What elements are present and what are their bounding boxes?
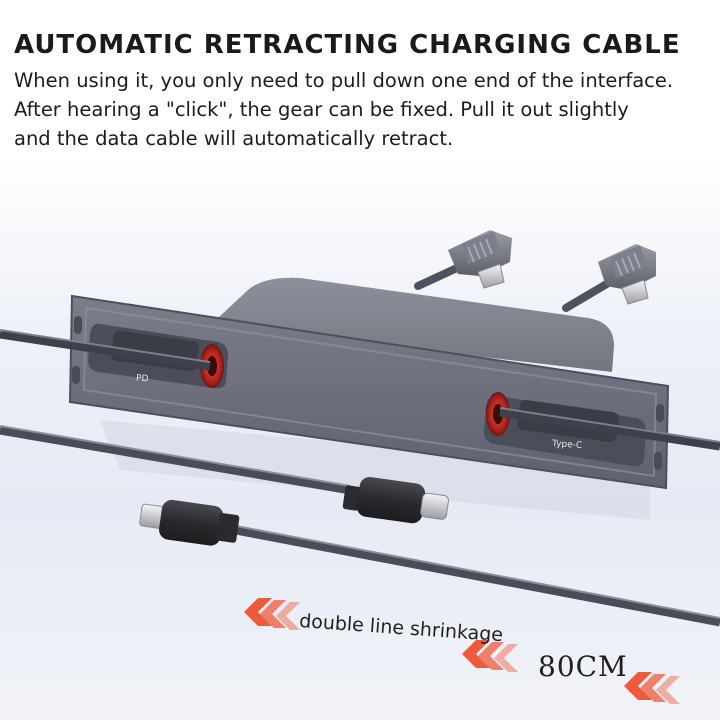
headline: AUTOMATIC RETRACTING CHARGING CABLE	[14, 30, 681, 60]
description: When using it, you only need to pull dow…	[14, 66, 714, 153]
flat-cable-upper-right	[499, 407, 720, 451]
description-line: and the data cable will automatically re…	[14, 127, 454, 150]
arrow-icon-shrinkage-left	[244, 598, 300, 630]
description-line: When using it, you only need to pull dow…	[14, 69, 674, 92]
flat-cable-upper	[0, 329, 211, 371]
usb-c-plug-top-left	[448, 230, 512, 289]
arrow-icon-shrinkage-right	[462, 640, 518, 672]
description-line: After hearing a "click", the gear can be…	[14, 98, 629, 121]
usb-c-plug-top-right	[598, 244, 656, 305]
cable-length: 80CM	[538, 650, 628, 683]
arrow-icon-length	[624, 672, 680, 704]
port-label-pd: PD	[135, 373, 149, 385]
upper-cable	[562, 278, 614, 312]
lightning-plug-bottom	[139, 499, 240, 546]
port-label-type-c: Type-C	[551, 438, 583, 452]
flat-cable-bottom	[235, 525, 720, 627]
box-top	[218, 277, 614, 372]
usb-c-plug-bottom	[342, 477, 449, 524]
flat-cable-lower	[0, 425, 351, 495]
